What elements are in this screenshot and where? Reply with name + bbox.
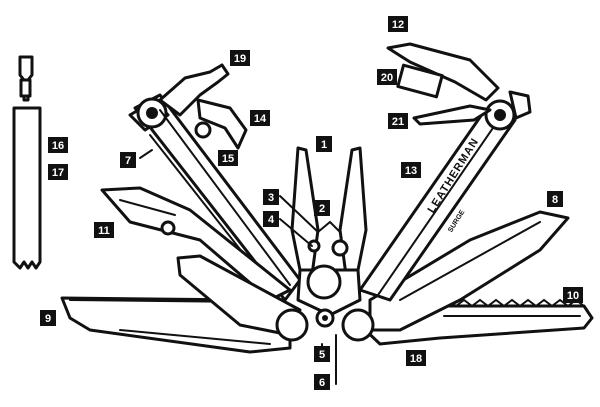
- svg-text:12: 12: [392, 19, 404, 31]
- right-handle: LEATHERMAN SURGE: [358, 42, 532, 302]
- straight-knife: [368, 210, 570, 332]
- svg-text:8: 8: [552, 194, 558, 206]
- svg-text:17: 17: [52, 167, 64, 179]
- leader-lines: [139, 149, 337, 385]
- svg-text:6: 6: [319, 377, 325, 389]
- callout-17: 17: [48, 164, 68, 180]
- svg-text:18: 18: [410, 353, 422, 365]
- left-handle: [128, 63, 302, 302]
- callout-12: 12: [388, 16, 408, 32]
- callout-10: 10: [563, 287, 583, 303]
- svg-text:13: 13: [405, 165, 417, 177]
- callout-19: 19: [230, 50, 250, 66]
- callout-3: 3: [263, 189, 279, 205]
- svg-text:19: 19: [234, 53, 246, 65]
- callout-8: 8: [547, 191, 563, 207]
- callout-labels: 1 2 3 4 5 6 7 8 9 10 11 12 13 14 15 16 1…: [40, 16, 583, 390]
- pliers: [290, 146, 368, 317]
- callout-2: 2: [314, 200, 330, 216]
- callout-6: 6: [314, 374, 330, 390]
- svg-text:11: 11: [98, 225, 110, 237]
- callout-7: 7: [120, 152, 136, 168]
- pivots: [275, 308, 375, 342]
- svg-text:16: 16: [52, 140, 64, 152]
- svg-text:10: 10: [567, 290, 579, 302]
- svg-text:1: 1: [321, 139, 327, 151]
- svg-text:7: 7: [125, 155, 131, 167]
- callout-16: 16: [48, 137, 68, 153]
- wire-cutter-tool: [100, 186, 292, 302]
- callout-9: 9: [40, 310, 56, 326]
- svg-text:14: 14: [254, 113, 267, 125]
- svg-text:15: 15: [222, 153, 234, 165]
- svg-text:9: 9: [45, 313, 51, 325]
- callout-14: 14: [250, 110, 270, 126]
- callout-1: 1: [316, 136, 332, 152]
- callout-13: 13: [401, 162, 421, 178]
- svg-text:2: 2: [319, 203, 325, 215]
- svg-text:21: 21: [392, 116, 404, 128]
- svg-text:4: 4: [268, 214, 275, 226]
- callout-4: 4: [263, 211, 279, 227]
- svg-text:20: 20: [381, 72, 393, 84]
- callout-20: 20: [377, 69, 397, 85]
- callout-18: 18: [406, 350, 426, 366]
- callout-11: 11: [94, 222, 114, 238]
- svg-text:5: 5: [319, 349, 325, 361]
- svg-text:3: 3: [268, 192, 274, 204]
- callout-21: 21: [388, 113, 408, 129]
- callout-5: 5: [314, 346, 330, 362]
- jigsaw-blade: [12, 55, 42, 270]
- callout-15: 15: [218, 150, 238, 166]
